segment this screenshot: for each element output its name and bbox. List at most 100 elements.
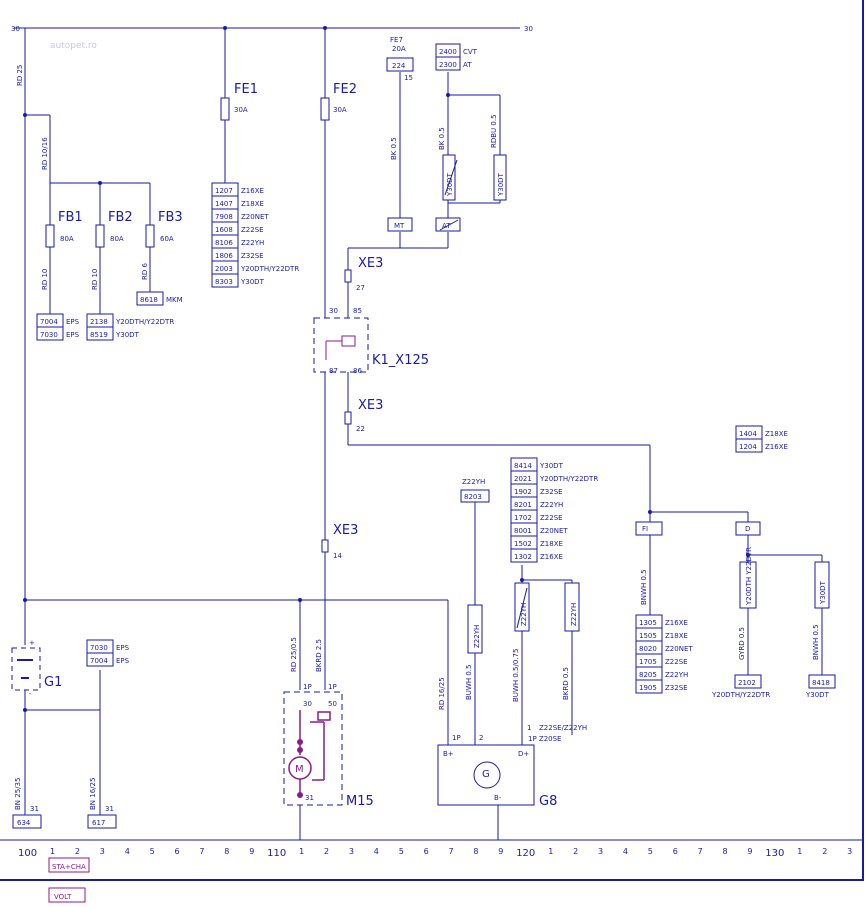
- starter-m15: [283, 691, 343, 806]
- ruler-tick: 9: [498, 847, 503, 856]
- center-table-label: Y30DT: [539, 462, 564, 470]
- xe3-name-2: XE3: [358, 398, 383, 413]
- wire-fb3: RD 6: [141, 263, 149, 280]
- right-top-table-code: 1404: [739, 430, 757, 438]
- fe1-table-label: Z18XE: [241, 200, 264, 208]
- fe1-table-code: 1806: [215, 252, 233, 260]
- cvt-table-label: CVT: [463, 48, 478, 56]
- ground-box-2: 617: [92, 819, 105, 827]
- fe1-table-code: 1608: [215, 226, 233, 234]
- relay-name: K1_X125: [372, 353, 429, 368]
- label-mt: MT: [394, 222, 405, 230]
- box-2102-code: 2102: [738, 679, 756, 687]
- fe1-table-label: Z22SE: [241, 226, 264, 234]
- eps-lower-label: EPS: [116, 644, 130, 652]
- center-table-code: 8001: [514, 527, 532, 535]
- box-8203: [460, 489, 490, 503]
- junction-d: [735, 521, 761, 536]
- wire-rd2505: RD 25/0.5: [290, 637, 298, 672]
- fuse-fe7-rating: 20A: [392, 45, 406, 53]
- wire-fb2: RD 10: [91, 269, 99, 290]
- ruler-tick: 8: [723, 847, 728, 856]
- fe1-table-label: Z16XE: [241, 187, 264, 195]
- ruler-tick: 1: [797, 847, 802, 856]
- center-table-label: Z22YH: [540, 501, 563, 509]
- fi-table-code: 1505: [639, 632, 657, 640]
- wire-rd1016: RD 10/16: [41, 137, 49, 170]
- center-table-label: Z32SE: [540, 488, 563, 496]
- fb2-table-label: Y30DT: [115, 331, 140, 339]
- center-table-code: 1902: [514, 488, 532, 496]
- right-top-table-label: Z18XE: [765, 430, 788, 438]
- ruler-tick: 6: [175, 847, 180, 856]
- ruler-tick: 3: [598, 847, 603, 856]
- fi-table-label: Z22SE: [665, 658, 688, 666]
- fuse-fe2-name: FE2: [333, 82, 357, 97]
- ruler-tick: 5: [150, 847, 155, 856]
- volt-label: VOLT: [54, 893, 72, 901]
- motor-conn-1: 1P: [303, 683, 312, 691]
- ruler-tick: 1: [548, 847, 553, 856]
- fe1-table-code: 2003: [215, 265, 233, 273]
- box-8418-cell: [808, 674, 836, 689]
- center-table-label: Z22SE: [540, 514, 563, 522]
- ruler-tick: 6: [424, 847, 429, 856]
- fuse-fb3-rating: 60A: [160, 235, 174, 243]
- ruler-tick: 7: [199, 847, 204, 856]
- fuse-fb1-rating: 80A: [60, 235, 74, 243]
- alt-note-1: Z22SE/Z22YH: [539, 724, 587, 732]
- fe1-table-code: 8106: [215, 239, 233, 247]
- fe1-table-code: 1407: [215, 200, 233, 208]
- fb2-table-cell: [86, 326, 114, 341]
- fi-table-code: 8020: [639, 645, 657, 653]
- label-y30dt-diag: Y30DT: [446, 172, 454, 197]
- wire-rdbu05: RDBU 0.5: [490, 114, 498, 148]
- fuse-fe1: [220, 97, 230, 121]
- battery-plus: +: [29, 639, 35, 647]
- ruler-tick: 3: [349, 847, 354, 856]
- center-table-code: 1702: [514, 514, 532, 522]
- watermark: autopet.ro: [50, 41, 97, 51]
- fb1-table-label: EPS: [66, 318, 80, 326]
- box-8418-code: 8418: [812, 679, 830, 687]
- ruler-tick: 2: [324, 847, 329, 856]
- fe1-table-label: Z32SE: [241, 252, 264, 260]
- ruler-tick: 8: [473, 847, 478, 856]
- center-table-label: Z18XE: [540, 540, 563, 548]
- motor-pin-50: 50: [328, 700, 337, 708]
- xe3-name-1: XE3: [358, 256, 383, 271]
- ruler-tick: 9: [249, 847, 254, 856]
- cvt-table-label: AT: [463, 61, 472, 69]
- box-z22yh-2: [564, 582, 580, 632]
- alternator-g8: [437, 744, 535, 806]
- alt-symbol: G: [482, 769, 490, 780]
- fuse-fe1-name: FE1: [234, 82, 258, 97]
- junction-fi-label: FI: [642, 525, 648, 533]
- relay-pin-87: 87: [329, 367, 338, 375]
- alt-conn-2: 2: [479, 734, 483, 742]
- wire-buwh05075: BUWH 0.5/0.75: [512, 649, 520, 702]
- ruler-tick: 2: [573, 847, 578, 856]
- right-top-table-cell: [735, 438, 763, 453]
- fuse-fe2-rating: 30A: [333, 106, 347, 114]
- fi-table-code: 1305: [639, 619, 657, 627]
- ruler-tick: 2: [822, 847, 827, 856]
- alt-bplus: B+: [443, 750, 454, 758]
- fi-table-code: 1705: [639, 658, 657, 666]
- diagram-frame: [0, 0, 864, 881]
- label-z22yh-box: Z22YH: [473, 625, 481, 648]
- wire-rd25: RD 25: [16, 65, 24, 86]
- relay-k1: [313, 317, 369, 373]
- battery-g1: [11, 647, 41, 691]
- wire-bn2535: BN 25/35: [14, 778, 22, 810]
- fe1-table-code: 1207: [215, 187, 233, 195]
- fe1-table-label: Y30DT: [240, 278, 265, 286]
- wire-bn1625: BN 16/25: [89, 778, 97, 810]
- alt-dplus: D+: [518, 750, 529, 758]
- fuse-fe7-box: 224: [392, 62, 406, 70]
- wire-gyrd05: GYRD 0.5: [738, 627, 746, 660]
- fe1-table-label: Z22YH: [241, 239, 264, 247]
- label-z22yh-box2: Z22YH: [570, 603, 578, 626]
- xe3-pin-3: 14: [333, 552, 342, 560]
